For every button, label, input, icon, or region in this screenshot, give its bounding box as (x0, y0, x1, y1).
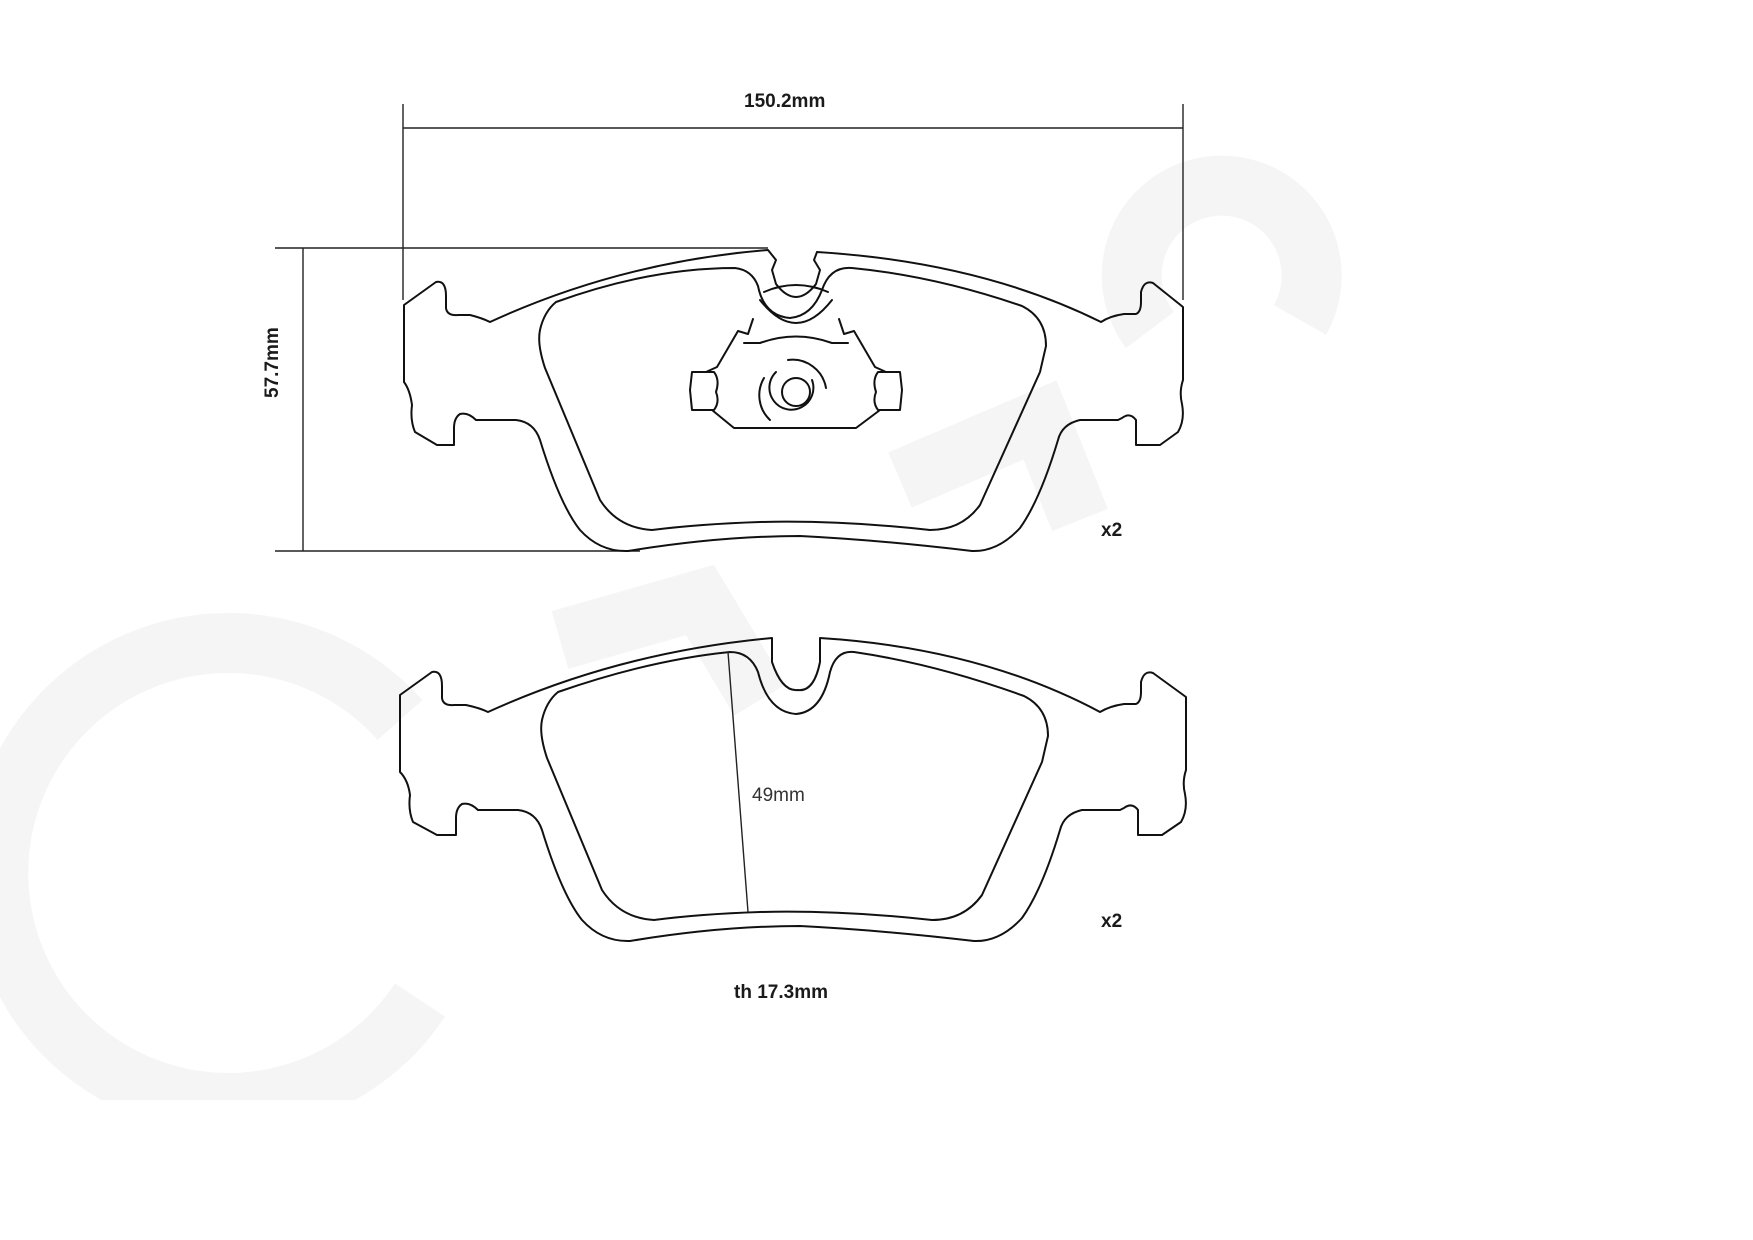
quantity-label-top: x2 (1101, 520, 1123, 541)
brake-pad-drawing (0, 104, 1342, 1100)
height-dimension-label: 57.7mm (262, 327, 283, 398)
thickness-label: th 17.3mm (734, 982, 828, 1003)
brembo-watermark (0, 155, 1342, 1100)
wear-sensor-clip (689, 318, 903, 429)
brake-pad-top (403, 249, 1184, 553)
width-dimension (402, 104, 1184, 300)
quantity-label-bottom: x2 (1101, 911, 1123, 932)
height-dimension (275, 247, 768, 552)
brake-pad-bottom (399, 637, 1187, 943)
width-dimension-label: 150.2mm (744, 91, 826, 112)
friction-height-label: 49mm (752, 785, 805, 806)
